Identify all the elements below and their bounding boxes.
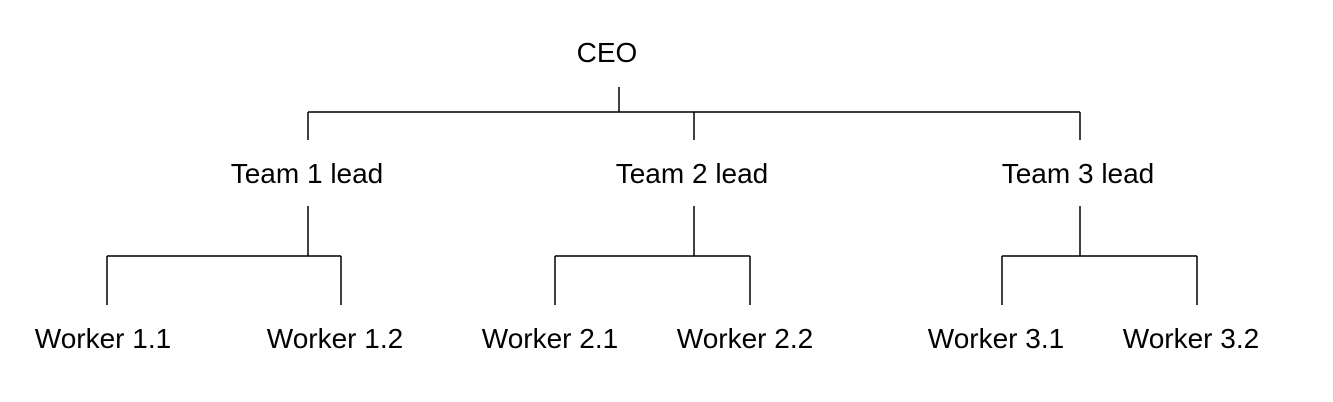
worker-2-1-node-label: Worker 2.1 (482, 323, 618, 354)
ceo-connector-group (307, 87, 1081, 140)
worker-3-2-node-label: Worker 3.2 (1123, 323, 1259, 354)
team-3-lead-node-label: Team 3 lead (1002, 158, 1155, 189)
worker-1-1-node-label: Worker 1.1 (35, 323, 171, 354)
team-2-lead-node-label: Team 2 lead (616, 158, 769, 189)
worker-1-2-node-label: Worker 1.2 (267, 323, 403, 354)
team-3-connector-group (1001, 206, 1198, 305)
ceo-node-label: CEO (577, 37, 638, 68)
worker-2-2-node-label: Worker 2.2 (677, 323, 813, 354)
team-1-connector-group (106, 206, 342, 305)
team-2-connector-group (554, 206, 751, 305)
team-1-lead-node-label: Team 1 lead (231, 158, 384, 189)
worker-3-1-node-label: Worker 3.1 (928, 323, 1064, 354)
